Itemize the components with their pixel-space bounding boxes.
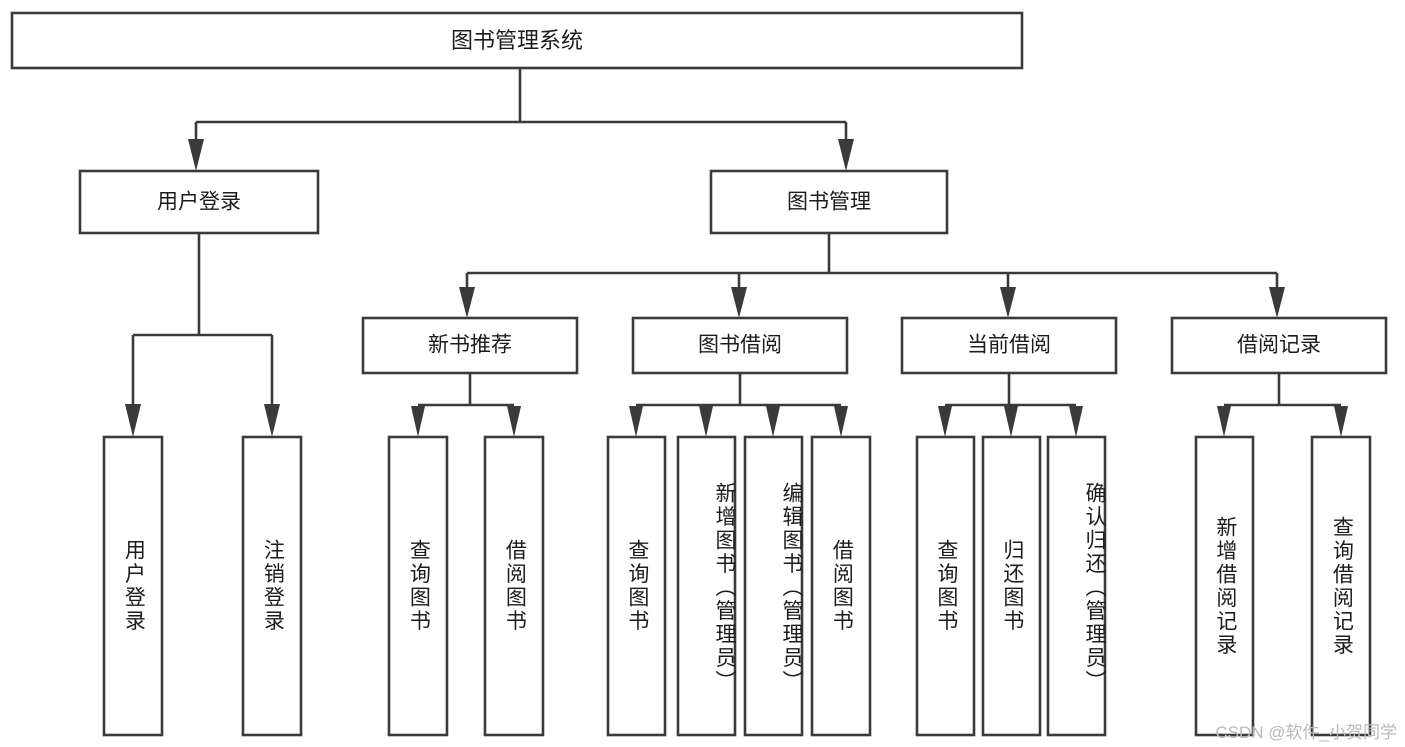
node-borrow-record[interactable]: 借阅记录	[1170, 316, 1388, 375]
node-current-borrow[interactable]: 当前借阅	[900, 316, 1118, 375]
leaf-box-query-borrow-record[interactable]	[1310, 435, 1372, 737]
node-label: 图书管理系统	[451, 28, 583, 53]
node-label: 当前借阅	[967, 334, 1051, 357]
leaf-box-return-book[interactable]	[981, 435, 1042, 737]
leaf-box-confirm-return-admin[interactable]	[1046, 435, 1107, 737]
connector-new-book-recommend-to-leaves	[411, 373, 521, 437]
node-book-borrow[interactable]: 图书借阅	[631, 316, 849, 375]
leaf-box-query-book-borrow[interactable]	[606, 435, 667, 737]
node-new-book-recommend[interactable]: 新书推荐	[361, 316, 579, 375]
connector-book-management-to-level2	[459, 233, 1285, 318]
node-box	[900, 316, 1118, 375]
node-box	[10, 11, 1024, 70]
node-label: 图书管理	[787, 191, 871, 214]
node-label: 借阅记录	[1237, 334, 1321, 357]
node-box	[361, 316, 579, 375]
leaf-box-logout-login[interactable]	[241, 435, 303, 737]
connector-book-borrow-to-leaves	[629, 373, 848, 437]
leaf-box-query-book-recommend[interactable]	[387, 435, 449, 737]
leaf-box-borrow-book[interactable]	[810, 435, 872, 737]
leaf-box-add-borrow-record[interactable]	[1194, 435, 1255, 737]
leaf-box-user-login[interactable]	[102, 435, 164, 737]
leaf-box-add-book-admin[interactable]	[676, 435, 737, 737]
connector-current-borrow-to-leaves	[938, 373, 1083, 437]
node-label: 图书借阅	[698, 334, 782, 357]
connector-borrow-record-to-leaves	[1217, 373, 1348, 437]
leaf-box-query-book-current[interactable]	[915, 435, 976, 737]
node-user-login[interactable]: 用户登录	[78, 169, 320, 235]
node-box	[78, 169, 320, 235]
node-label: 新书推荐	[428, 334, 512, 357]
node-book-management-system[interactable]: 图书管理系统	[10, 11, 1024, 70]
watermark-text: CSDN @软件_小贺同学	[1215, 723, 1397, 742]
node-book-management[interactable]: 图书管理	[709, 169, 949, 235]
connector-user-login-to-leaves	[125, 233, 280, 437]
leaf-box-borrow-book-recommend[interactable]	[483, 435, 545, 737]
connector-root-to-level1	[188, 68, 854, 171]
node-label: 用户登录	[157, 191, 241, 214]
leaf-box-edit-book-admin[interactable]	[743, 435, 804, 737]
